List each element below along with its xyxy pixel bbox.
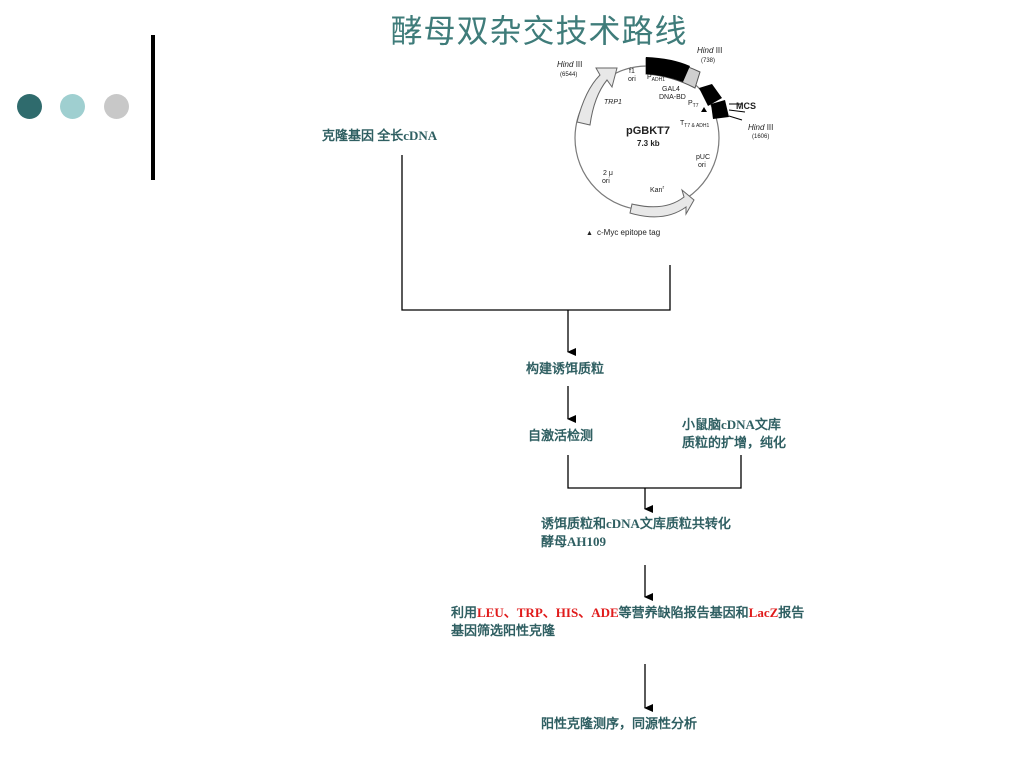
legend-triangle: ▲ xyxy=(586,230,593,237)
node-library-line1: 小鼠脑cDNA文库 xyxy=(682,417,781,432)
decor-dot-gray xyxy=(104,94,129,119)
node-cotransform-line1: 诱饵质粒和cDNA文库质粒共转化 xyxy=(541,516,731,531)
mcs-label: MCS xyxy=(736,101,756,111)
node-library-line2: 质粒的扩增，纯化 xyxy=(682,435,787,450)
puc-label: pUC xyxy=(696,154,710,161)
kan-arrow xyxy=(629,188,695,218)
trp1-label: TRP1 xyxy=(604,99,622,106)
puc-ori-label: ori xyxy=(698,162,706,169)
pt7-arrow xyxy=(699,84,722,106)
two-mu-label: 2 μ xyxy=(603,170,613,177)
mcs-lines xyxy=(728,103,746,121)
myc-tag-triangle xyxy=(701,107,707,112)
kan-label: Kanr xyxy=(650,185,664,194)
decor-dot-dark xyxy=(17,94,42,119)
node-screening-line1: 利用LEU、TRP、HIS、ADE等营养缺陷报告基因和LacZ报告 xyxy=(451,605,805,620)
hind-top-pos: (738) xyxy=(701,58,715,64)
dna-bd-label: DNA-BD xyxy=(659,94,686,101)
node-self-activation: 自激活检测 xyxy=(528,428,594,443)
node-screening: 利用LEU、TRP、HIS、ADE等营养缺陷报告基因和LacZ报告 基因筛选阳性… xyxy=(451,604,804,640)
connector-merge-mid xyxy=(567,455,742,489)
trp1-arrow xyxy=(576,67,618,126)
node-screening-line2: 基因筛选阳性克隆 xyxy=(451,623,556,638)
mcs-block xyxy=(711,100,729,119)
pt7-label: PT7 xyxy=(688,100,699,109)
node-cdna: 克隆基因 全长cDNA xyxy=(322,128,438,143)
node-final-sequencing: 阳性克隆测序，同源性分析 xyxy=(541,716,698,731)
gal4-label: GAL4 xyxy=(662,86,680,93)
hind-left-pos: (6544) xyxy=(560,72,577,78)
hind-right-pos: (1606) xyxy=(752,134,769,140)
plasmid-name: pGBKT7 xyxy=(626,125,670,137)
padh1-label: PADH1 xyxy=(647,74,665,83)
hind-top-label: Hind III xyxy=(697,46,722,55)
gal4-dbd-block xyxy=(646,57,690,82)
plasmid-size: 7.3 kb xyxy=(637,139,660,148)
f1-label: f1 xyxy=(629,68,635,75)
decor-dot-light xyxy=(60,94,85,119)
node-cotransform: 诱饵质粒和cDNA文库质粒共转化 酵母AH109 xyxy=(541,515,731,551)
slide-title: 酵母双杂交技术路线 xyxy=(390,12,688,50)
node-cotransform-line2: 酵母AH109 xyxy=(541,534,607,549)
two-mu-ori-label: ori xyxy=(602,178,610,185)
legend-label: c-Myc epitope tag xyxy=(597,228,660,237)
hind-left-label: Hind III xyxy=(557,60,582,69)
hind-right-label: Hind III xyxy=(748,123,773,132)
f1-ori-label: ori xyxy=(628,76,636,83)
decor-vertical-bar xyxy=(151,35,155,180)
node-bait-plasmid: 构建诱饵质粒 xyxy=(526,361,605,376)
connector-merge-top xyxy=(401,155,671,311)
node-library: 小鼠脑cDNA文库 质粒的扩增，纯化 xyxy=(682,416,786,452)
tt7-label: TT7 & ADH1 xyxy=(680,120,710,129)
